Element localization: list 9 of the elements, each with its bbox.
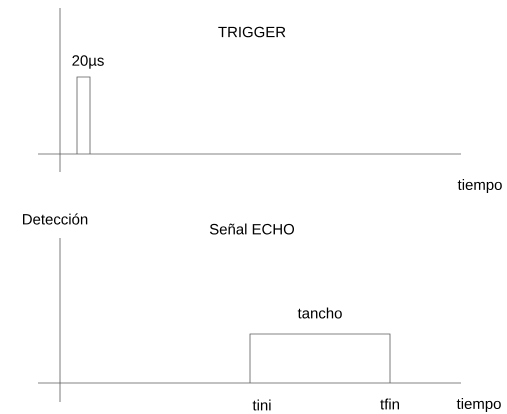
pulse-width-label: tancho (298, 308, 342, 318)
pulse-width-label: 20µs (72, 55, 104, 69)
time-label: tfin (380, 398, 399, 410)
axis-label: Detección (23, 213, 88, 225)
plot-title: Señal ECHO (210, 224, 294, 234)
time-label: tini (252, 400, 271, 410)
axis-label: tiempo (456, 398, 501, 412)
plot-title: TRIGGER (218, 26, 286, 38)
axis-label: tiempo (458, 179, 502, 193)
